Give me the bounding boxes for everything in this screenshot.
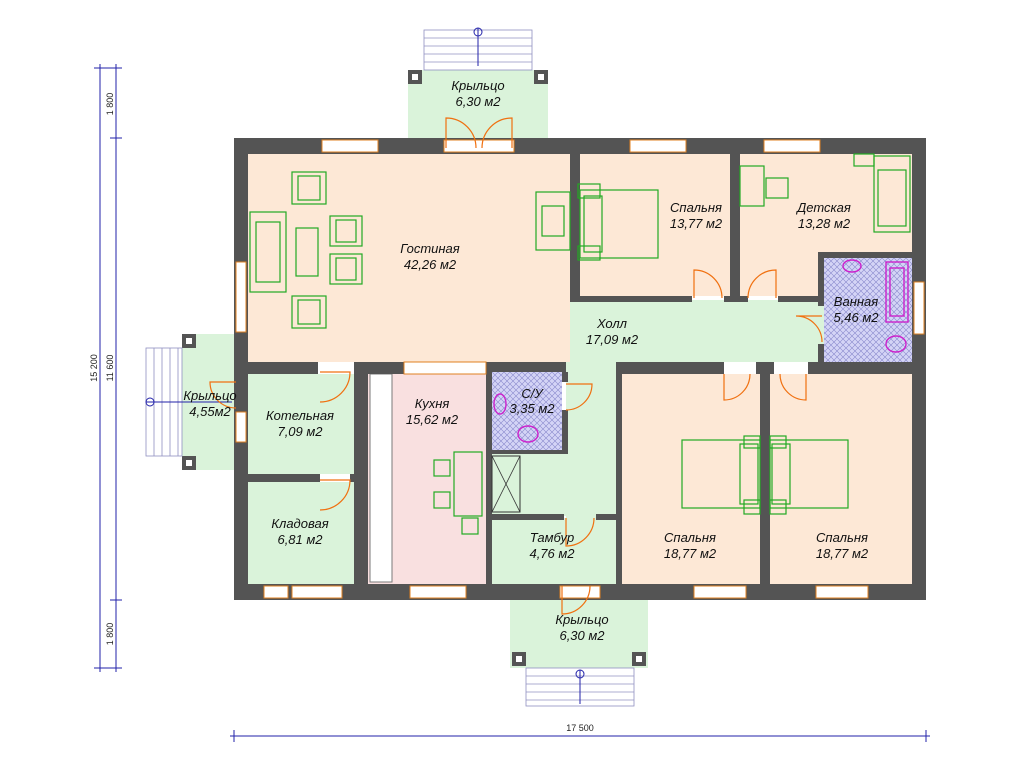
furniture	[249, 153, 911, 535]
dim-height-total: 15 200	[89, 354, 99, 382]
boiler-name: Котельная	[266, 408, 334, 423]
doors	[209, 117, 823, 615]
living-floor	[248, 154, 570, 362]
living-name: Гостиная	[400, 241, 460, 256]
bedroom-right-floor	[770, 374, 912, 584]
vestibule-area: 4,76 м2	[529, 546, 575, 561]
storage-area: 6,81 м2	[277, 532, 323, 547]
dim-porch-top: 1 800	[105, 93, 115, 116]
inner-walls	[248, 154, 912, 584]
bathroom-name: Ванная	[834, 294, 878, 309]
bedroom-right-area: 18,77 м2	[816, 546, 869, 561]
floors	[182, 70, 912, 668]
bathroom-floor	[824, 258, 912, 362]
wc-name: С/У	[521, 386, 544, 401]
kitchen-counter	[369, 373, 393, 583]
porch-top-floor	[408, 70, 548, 150]
hall-name: Холл	[596, 316, 628, 331]
porch-top-area: 6,30 м2	[455, 94, 501, 109]
porch-bottom-area: 6,30 м2	[559, 628, 605, 643]
bedroom-top-name: Спальня	[670, 200, 722, 215]
bedroom-top-area: 13,77 м2	[670, 216, 723, 231]
storage-name: Кладовая	[271, 516, 328, 531]
dimension-lines	[94, 64, 930, 742]
storage-floor	[248, 482, 354, 584]
boiler-area: 7,09 м2	[277, 424, 323, 439]
windows	[235, 139, 925, 599]
kitchen-name: Кухня	[415, 396, 450, 411]
kitchen-area: 15,62 м2	[406, 412, 459, 427]
wc-area: 3,35 м2	[509, 401, 555, 416]
bathroom-area: 5,46 м2	[833, 310, 879, 325]
dim-width-total: 17 500	[566, 723, 594, 733]
vestibule-name: Тамбур	[530, 530, 575, 545]
porch-top-name: Крыльцо	[451, 78, 504, 93]
porch-left-area: 4,55м2	[189, 404, 231, 419]
hall-floor-3	[488, 454, 568, 516]
porch-left-name: Крыльцо	[183, 388, 236, 403]
outer-walls	[182, 70, 926, 666]
bedroom-mid-floor	[622, 374, 760, 584]
bedroom-right-name: Спальня	[816, 530, 868, 545]
hall-floor	[570, 300, 824, 362]
stairs	[145, 27, 635, 707]
porch-bottom-floor	[510, 592, 648, 668]
kids-name: Детская	[795, 200, 851, 215]
hall-area: 17,09 м2	[586, 332, 639, 347]
boiler-floor	[248, 374, 354, 474]
dim-height-house: 11 600	[105, 355, 115, 382]
kids-area: 13,28 м2	[798, 216, 851, 231]
porch-bottom-name: Крыльцо	[555, 612, 608, 627]
vestibule-floor	[492, 518, 616, 584]
bedroom-mid-name: Спальня	[664, 530, 716, 545]
dim-porch-bottom: 1 800	[105, 623, 115, 646]
bedroom-mid-area: 18,77 м2	[664, 546, 717, 561]
living-area: 42,26 м2	[404, 257, 457, 272]
